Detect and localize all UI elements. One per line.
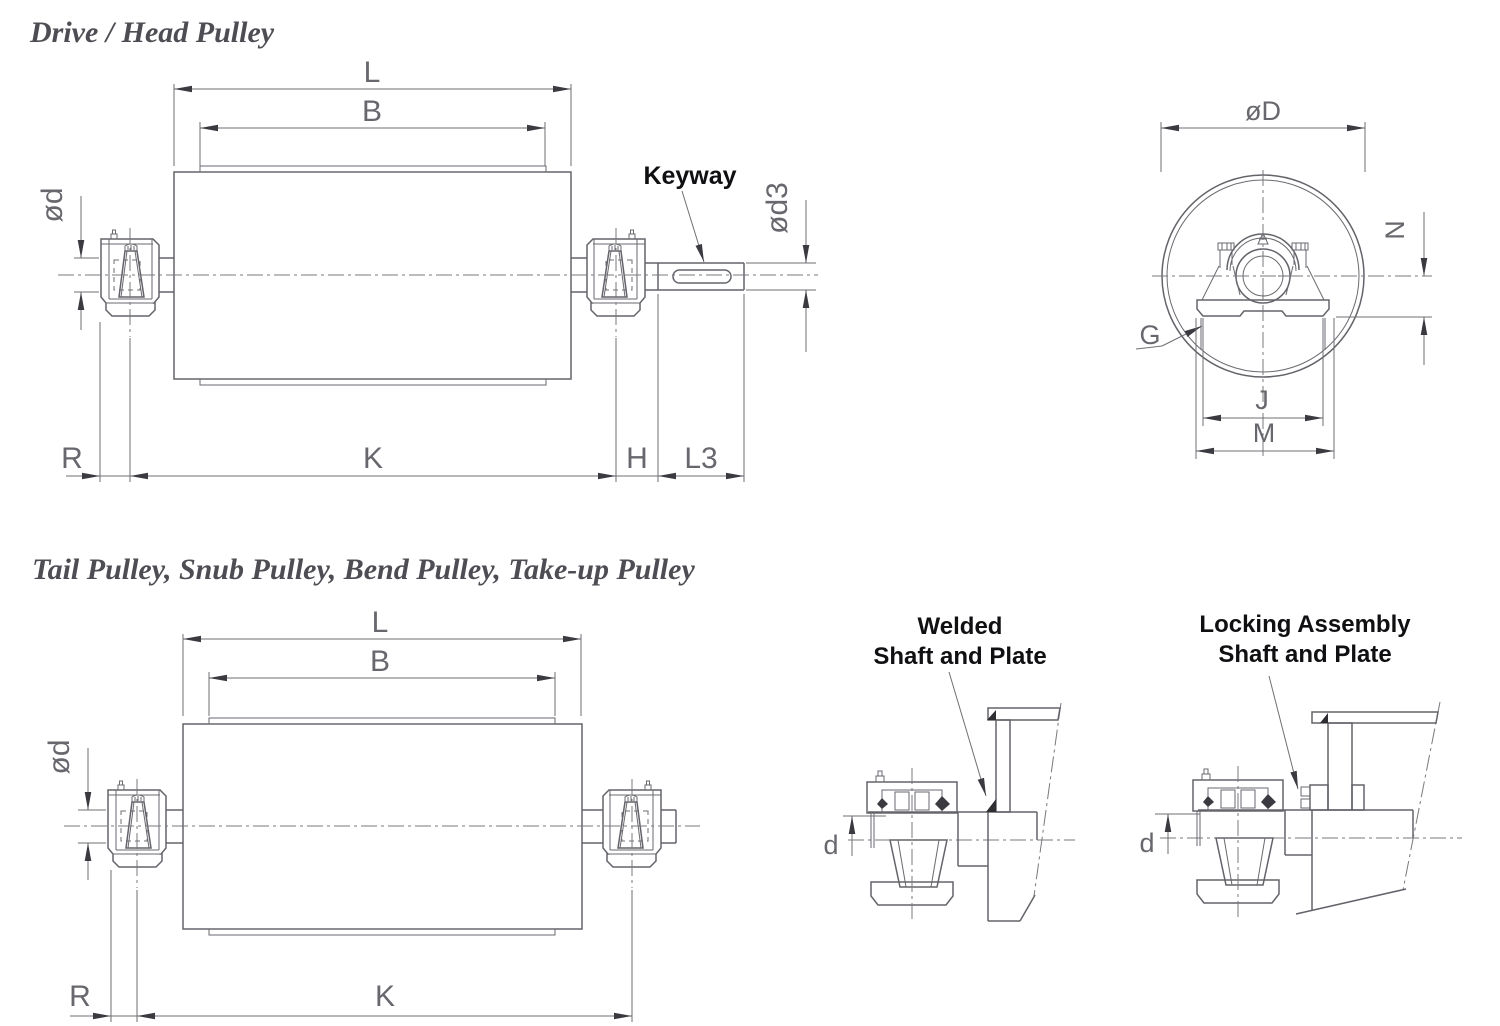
- leader-line: [1268, 675, 1299, 790]
- bearing-section: [866, 767, 958, 921]
- dimension-N: N: [1336, 212, 1432, 365]
- drive-pulley-end-view: øD N G J M: [1135, 96, 1432, 459]
- dim-label-od: ød: [36, 187, 69, 222]
- dim-label-d: d: [823, 830, 838, 860]
- bottom-dimensions: R K: [69, 870, 633, 1022]
- dim-label-L: L: [364, 56, 381, 89]
- dimension-L: L: [182, 606, 582, 716]
- dim-label-L3: L3: [684, 442, 717, 475]
- dim-label-M: M: [1253, 418, 1276, 448]
- welded-shaft-plate-detail: d Welded Shaft and Plate: [823, 613, 1075, 922]
- dim-label-J: J: [1255, 385, 1269, 415]
- dim-label-G: G: [1139, 320, 1160, 350]
- locking-assembly: [1300, 784, 1365, 811]
- weld-bead-top: [1320, 713, 1328, 723]
- dimension-shaft-dia: ød: [36, 187, 99, 330]
- bearing-left: [100, 227, 160, 338]
- dimension-d: d: [823, 815, 886, 860]
- dim-label-od3: ød3: [761, 182, 794, 234]
- dimension-oD: øD: [1160, 96, 1366, 172]
- dim-label-B: B: [362, 95, 382, 128]
- keyway-callout: Keyway: [643, 162, 737, 263]
- dim-label-R: R: [69, 980, 91, 1013]
- dimension-shaft-end-dia: ød3: [746, 182, 816, 352]
- dimension-shaft-dia: ød: [43, 739, 106, 880]
- dim-label-L: L: [372, 606, 389, 639]
- keyway-slot: [672, 269, 732, 284]
- dim-label-N: N: [1380, 220, 1410, 240]
- bearing-section: [1192, 765, 1284, 919]
- dimension-B: B: [208, 645, 556, 716]
- dimension-J: J: [1202, 318, 1324, 426]
- end-plate-section: [1327, 722, 1353, 811]
- hub-outline: [1284, 810, 1407, 915]
- section-title-tail-snub-bend-takeup-pulley: Tail Pulley, Snub Pulley, Bend Pulley, T…: [32, 553, 695, 586]
- callout-G: G: [1135, 320, 1203, 350]
- bottom-dimensions: R K H L3: [61, 294, 745, 482]
- shell-section: [1311, 711, 1439, 724]
- dimension-M: M: [1195, 318, 1335, 459]
- dim-label-R: R: [61, 442, 83, 475]
- drive-pulley-side-view: L B ød Keyway: [36, 56, 818, 482]
- keyway-label: Keyway: [643, 162, 736, 190]
- dimension-B: B: [199, 95, 546, 166]
- bearing-left: [107, 778, 167, 889]
- weld-bead-top: [987, 710, 996, 720]
- shaft: [159, 257, 745, 293]
- locking-assembly-detail: d Locking Assembly Shaft and Plate: [1139, 611, 1462, 919]
- dim-label-d: d: [1139, 828, 1154, 858]
- locking-label-line2: Shaft and Plate: [1218, 641, 1391, 668]
- bearing-right: [602, 778, 662, 889]
- shell-section: [987, 707, 1061, 721]
- section-title-drive-head-pulley: Drive / Head Pulley: [30, 16, 275, 49]
- bearing-right: [586, 227, 646, 338]
- dimension-L: L: [173, 56, 572, 166]
- welded-label-line2: Shaft and Plate: [873, 643, 1046, 670]
- hub-outline: [957, 812, 1036, 922]
- dim-label-B: B: [370, 645, 390, 678]
- dimension-d: d: [1139, 813, 1200, 858]
- dim-label-K: K: [375, 980, 395, 1013]
- dim-label-K: K: [363, 442, 383, 475]
- welded-label-line1: Welded: [918, 613, 1003, 640]
- dim-label-od: ød: [43, 739, 76, 774]
- tail-pulley-side-view: L B ød R: [43, 606, 700, 1022]
- end-plate-section: [995, 719, 1011, 813]
- dim-label-oD: øD: [1245, 96, 1281, 126]
- leader-line: [948, 671, 987, 797]
- weld-bead-bottom: [986, 799, 996, 812]
- shaft: [166, 809, 677, 844]
- locking-label-line1: Locking Assembly: [1199, 611, 1411, 638]
- dim-label-H: H: [626, 442, 648, 475]
